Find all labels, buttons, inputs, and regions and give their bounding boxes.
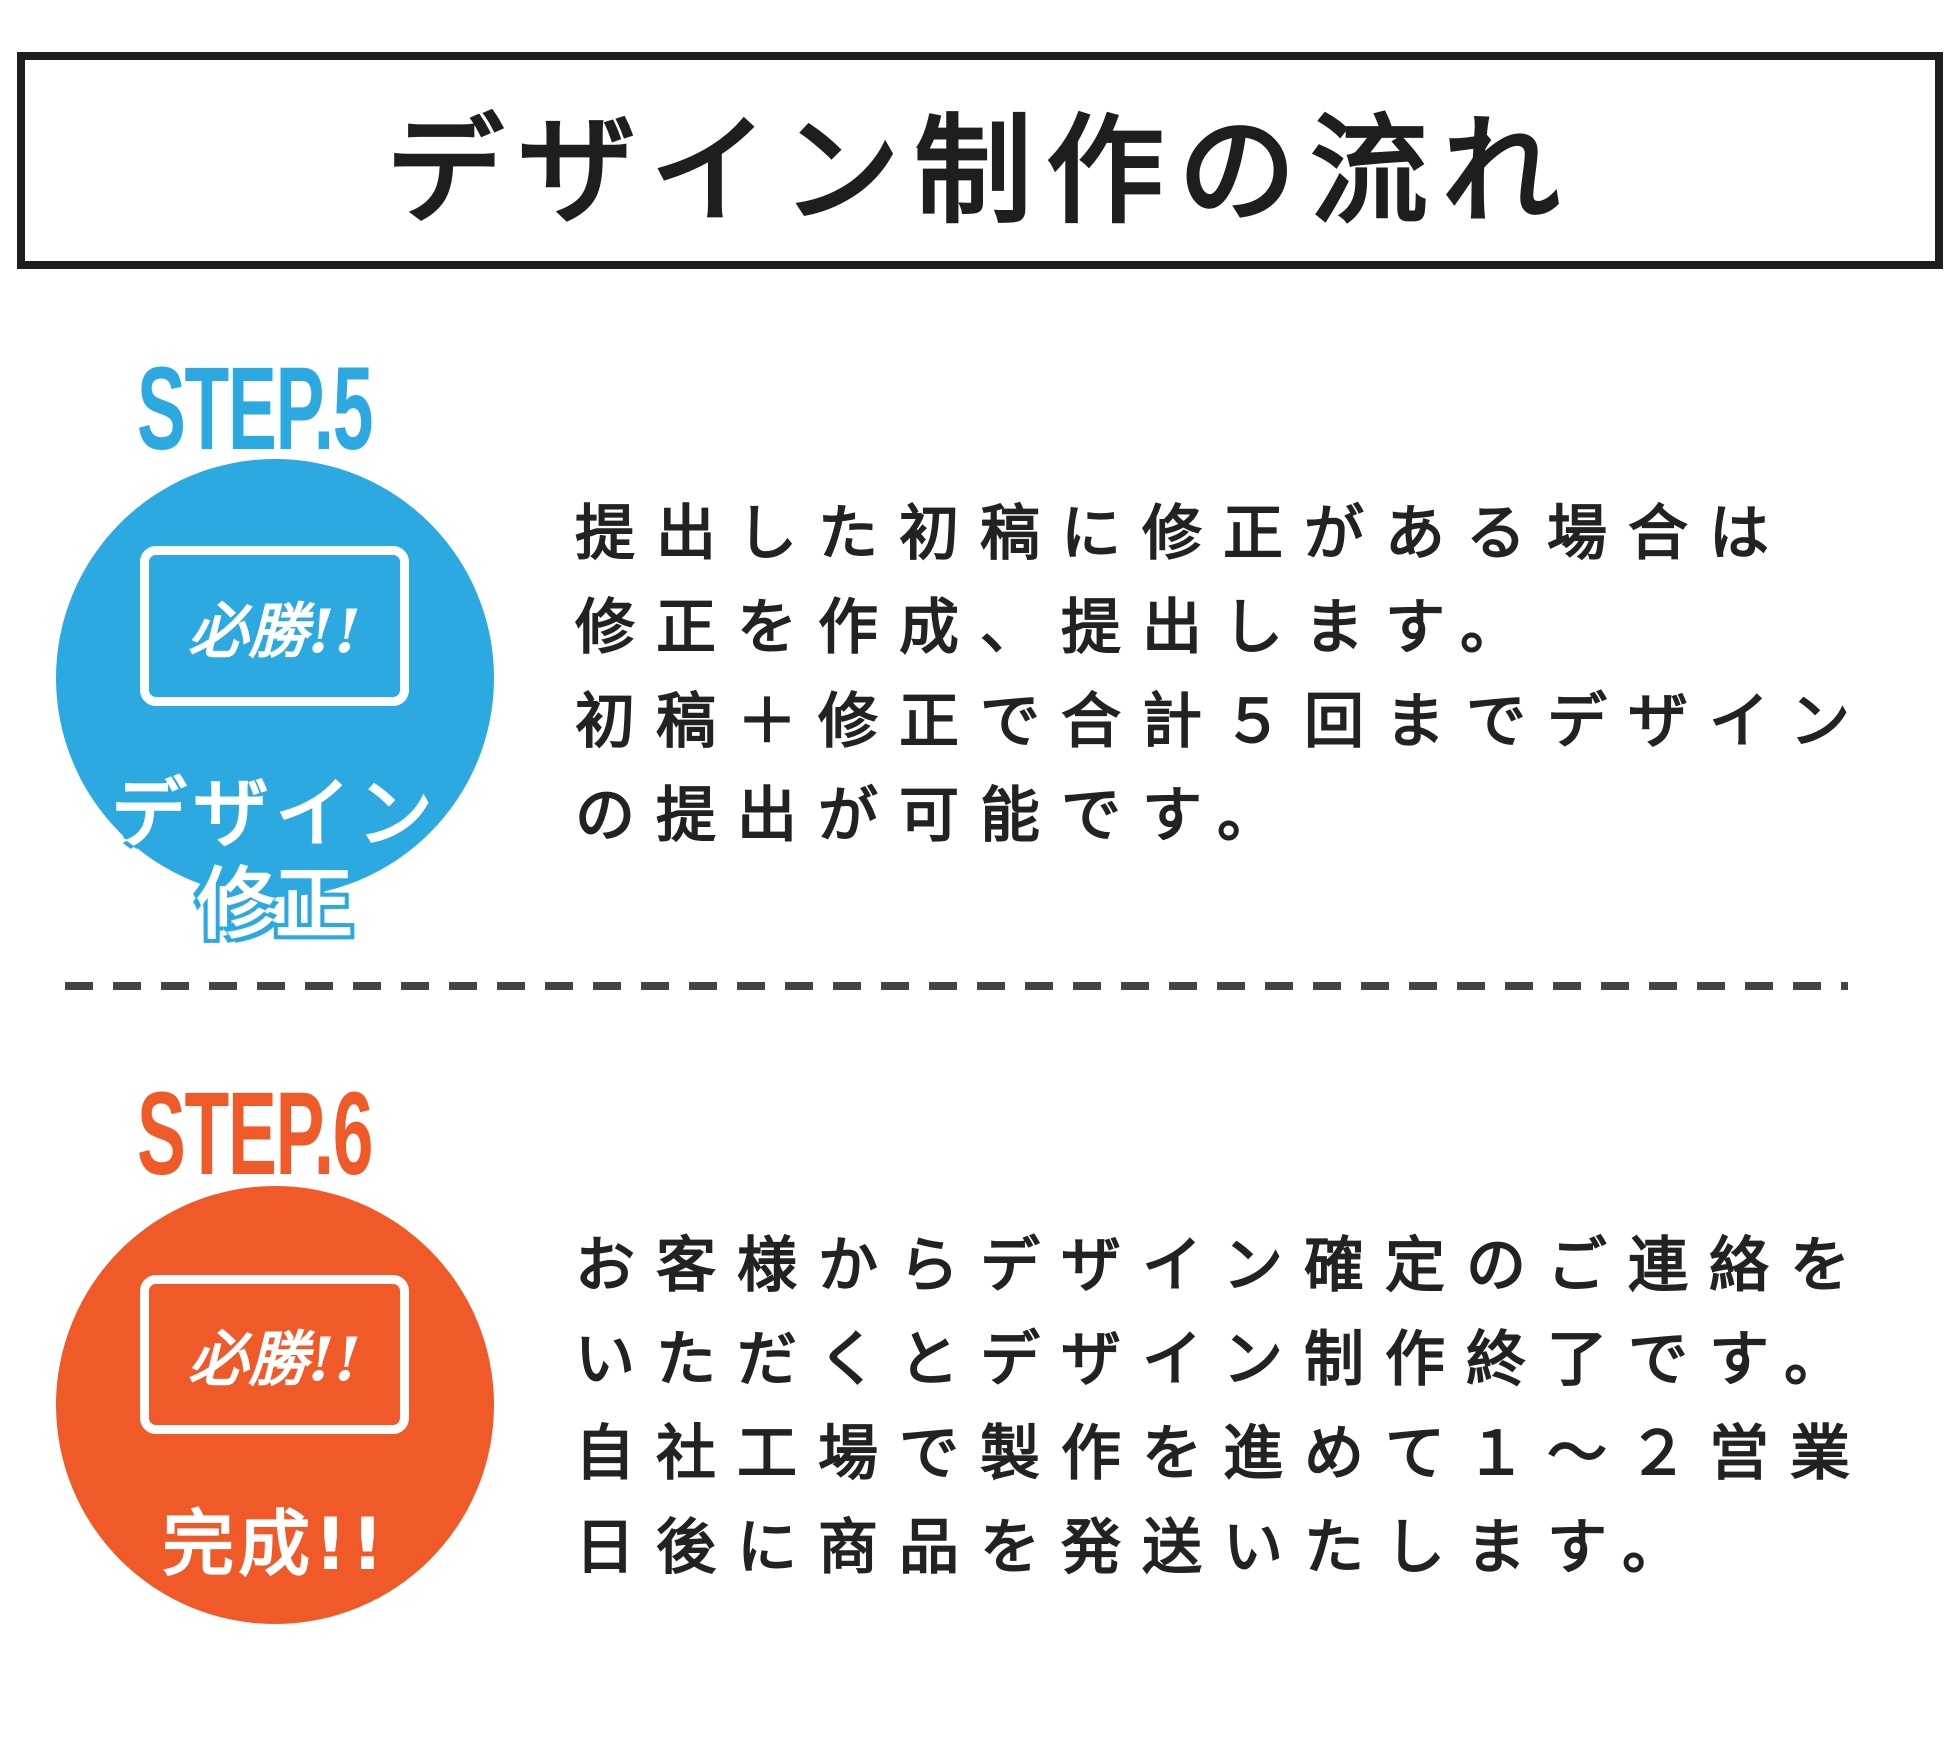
- description-line: 自社工場で製作を進めて１～２営業: [575, 1419, 1871, 1489]
- step-5-circle-subtitle: 修正: [196, 860, 353, 950]
- step-6-label: STEP.6: [137, 1068, 373, 1200]
- step-5-badge-text: 必勝!!: [188, 596, 361, 667]
- description-line: いただくとデザイン制作終了です。: [575, 1325, 1865, 1395]
- description-line: 初稿＋修正で合計５回までデザイン: [575, 687, 1871, 757]
- step-5-circle: [56, 459, 494, 897]
- step-5-label: STEP.5: [137, 343, 373, 475]
- step-6-description: お客様からデザイン確定のご連絡を いただくとデザイン制作終了です。 自社工場で製…: [575, 1219, 1871, 1595]
- description-line: お客様からデザイン確定のご連絡を: [575, 1231, 1871, 1301]
- step-6-badge: 必勝!!: [140, 1275, 409, 1434]
- title-box: デザイン制作の流れ: [17, 52, 1943, 269]
- description-line: 日後に商品を発送いたします。: [575, 1513, 1703, 1583]
- dashed-divider: [65, 982, 1848, 990]
- step-6-circle: [56, 1186, 494, 1624]
- step-6-badge-text: 必勝!!: [188, 1325, 361, 1395]
- page-title: デザイン制作の流れ: [385, 102, 1574, 240]
- step-5-circle-title: デザイン: [111, 769, 439, 858]
- description-line: 提出した初稿に修正がある場合は: [575, 499, 1790, 569]
- step-5-description: 提出した初稿に修正がある場合は 修正を作成、提出します。 初稿＋修正で合計５回ま…: [575, 487, 1871, 863]
- description-line: 修正を作成、提出します。: [575, 593, 1541, 663]
- description-line: の提出が可能です。: [575, 781, 1298, 851]
- step-6-circle-title: 完成!!: [162, 1502, 388, 1586]
- step-5-badge: 必勝!!: [140, 546, 409, 706]
